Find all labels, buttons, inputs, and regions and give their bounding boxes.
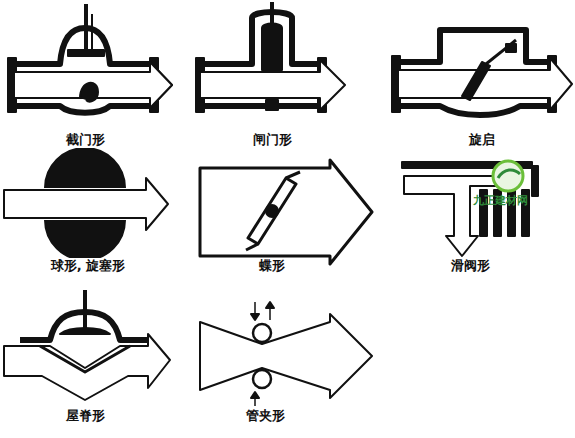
butterfly-valve bbox=[200, 160, 372, 264]
valve-caption: 屋脊形 bbox=[64, 408, 107, 424]
valve-caption: 截门形 bbox=[64, 132, 107, 148]
slide-valve bbox=[402, 162, 538, 256]
valve-caption: 管夹形 bbox=[244, 408, 287, 424]
valve-caption: 滑阀形 bbox=[449, 258, 492, 274]
valve-caption: 蝶形 bbox=[257, 258, 287, 274]
valve-caption: 闸门形 bbox=[251, 132, 294, 148]
swing-check-valve bbox=[392, 30, 572, 115]
pinch-valve bbox=[200, 302, 372, 406]
watermark: 九正建材网 bbox=[471, 194, 530, 207]
valve-caption: 球形, 旋塞形 bbox=[49, 258, 127, 274]
watermark-logo bbox=[493, 161, 523, 191]
diaphragm-valve bbox=[4, 290, 170, 400]
ball-valve bbox=[4, 148, 168, 260]
globe-valve bbox=[8, 4, 172, 113]
gate-valve bbox=[196, 2, 345, 112]
valve-caption: 旋启 bbox=[467, 132, 497, 148]
